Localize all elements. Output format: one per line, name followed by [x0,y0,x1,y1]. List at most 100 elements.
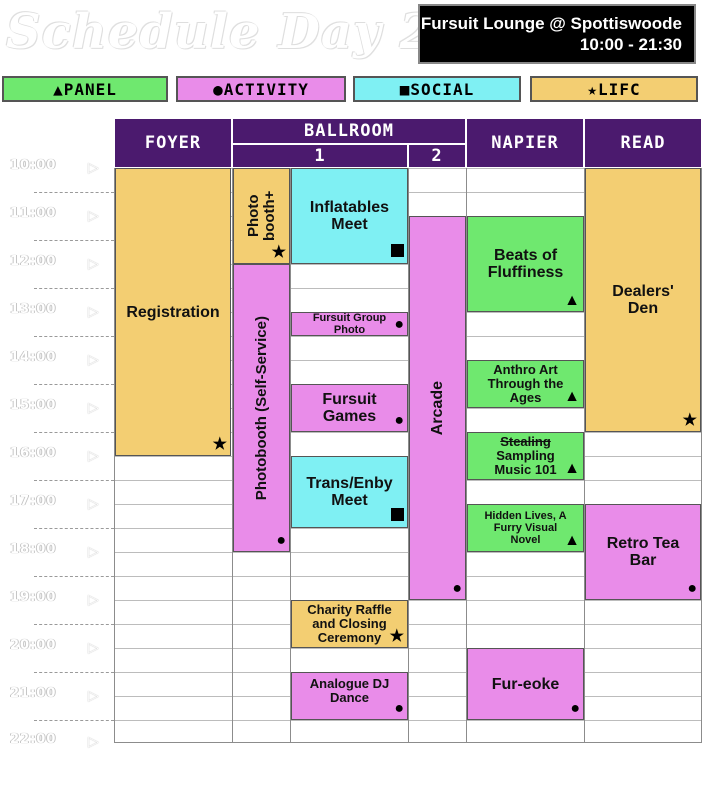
event-title: Fursuit Group Photo [312,312,387,336]
star-icon: ★ [682,412,697,429]
arrow-icon: ▷ [88,734,99,750]
event-title: Beats of Fluffiness [487,247,564,281]
legend-social: ■SOCIAL [353,76,521,102]
time-row: 15:00 ▷ [0,398,114,418]
circle-icon: ● [452,580,462,597]
time-divider [34,240,114,241]
circle-icon: ● [687,580,697,597]
legend-label-lifc: LIFC [598,79,641,99]
grid-line [114,742,702,743]
event-photobooth-self-service[interactable]: Photobooth (Self-Service) ● [233,264,290,552]
event-sampling-music-101[interactable]: Stealing Sampling Music 101 ▲ [467,432,584,480]
time-divider [34,480,114,481]
event-dealers-den[interactable]: Dealers' Den ★ [585,168,701,432]
time-divider [34,672,114,673]
event-title: Photobooth (Self-Service) [253,315,270,501]
circle-icon: ● [570,700,580,717]
event-hidden-lives[interactable]: Hidden Lives, A Furry Visual Novel ▲ [467,504,584,552]
circle-icon: ● [276,532,286,549]
event-title: Charity Raffle and Closing Ceremony [307,602,392,645]
time-label: 22:00 [10,732,57,747]
arrow-icon: ▷ [88,640,99,656]
grid-column-line [232,168,233,742]
circle-icon: ● [394,700,404,717]
time-row: 13:00▷ [0,302,114,322]
square-icon: ■ [399,79,411,99]
time-row: 11:00 ▷ [0,206,114,226]
event-title: Inflatables Meet [309,199,390,233]
venue-info: Fursuit Lounge @ Spottiswoode 10:00 - 21… [418,4,696,64]
triangle-icon: ▲ [53,79,64,99]
legend-panel: ▲PANEL [2,76,168,102]
time-row: 18:00 ▷ [0,542,114,562]
event-fursuit-group-photo[interactable]: Fursuit Group Photo ● [291,312,408,336]
legend-label-activity: ACTIVITY [223,79,309,99]
star-icon: ★ [212,436,227,453]
time-row: 20:00 ▷ [0,638,114,658]
event-beats-of-fluffiness[interactable]: Beats of Fluffiness ▲ [467,216,584,312]
room-napier: NAPIER [466,118,584,168]
grid-column-line [114,168,115,742]
time-label: 14:00 [10,350,57,365]
event-fur-eoke[interactable]: Fur-eoke ● [467,648,584,720]
event-retro-tea-bar[interactable]: Retro Tea Bar ● [585,504,701,600]
time-divider [34,432,114,433]
time-label: 10:00 [10,158,57,173]
room-ballroom-1: 1 [232,144,408,168]
arrow-icon: ▷ [88,496,99,512]
star-icon: ★ [389,628,404,645]
time-label: 11:00 [10,206,57,221]
time-row: 14:00▷ [0,350,114,370]
event-fursuit-games[interactable]: Fursuit Games ● [291,384,408,432]
time-divider [34,576,114,577]
star-icon: ★ [271,244,286,261]
time-label: 21:00 [10,686,57,701]
event-title: Arcade [429,380,446,436]
event-title: Anthro Art Through the Ages [487,362,564,405]
event-anthro-art[interactable]: Anthro Art Through the Ages ▲ [467,360,584,408]
event-charity-raffle[interactable]: Charity Raffle and Closing Ceremony ★ [291,600,408,648]
time-divider [34,288,114,289]
event-inflatables-meet[interactable]: Inflatables Meet [291,168,408,264]
room-read: READ [584,118,702,168]
arrow-icon: ▷ [88,256,99,272]
legend-activity: ●ACTIVITY [176,76,346,102]
time-label: 20:00 [10,638,57,653]
event-title: Hidden Lives, A Furry Visual Novel [484,510,567,546]
time-divider [34,528,114,529]
event-title: Fur-eoke [491,675,560,693]
time-row: 22:00 ▷ [0,732,114,752]
arrow-icon: ▷ [88,400,99,416]
star-icon: ★ [587,79,599,99]
grid-column-line [584,168,585,742]
time-label: 18:00 [10,542,57,557]
time-divider [34,720,114,721]
time-divider [34,336,114,337]
triangle-icon: ▲ [564,292,580,309]
arrow-icon: ▷ [88,160,99,176]
event-photo-booth-plus[interactable]: Photo booth+ ★ [233,168,290,264]
time-row: 10:00 ▷ [0,158,114,178]
room-ballroom: BALLROOM [232,118,466,144]
page-title: Schedule Day 2 [6,4,434,60]
triangle-icon: ▲ [564,532,580,549]
event-trans-enby-meet[interactable]: Trans/Enby Meet [291,456,408,528]
time-label: 13:00 [10,302,57,317]
legend-lifc: ★LIFC [530,76,698,102]
circle-icon: ● [213,79,224,99]
legend-label-social: SOCIAL [410,79,475,99]
room-foyer: FOYER [114,118,232,168]
event-title: Sampling Music 101 [494,448,557,477]
arrow-icon: ▷ [88,544,99,560]
arrow-icon: ▷ [88,208,99,224]
event-arcade[interactable]: Arcade ● [409,216,466,600]
event-title: Registration [126,303,220,321]
event-title: Retro Tea Bar [606,535,680,569]
event-analogue-dj-dance[interactable]: Analogue DJ Dance ● [291,672,408,720]
time-label: 15:00 [10,398,57,413]
grid-column-line [408,168,409,742]
event-registration[interactable]: Registration ★ [115,168,231,456]
venue-name: Fursuit Lounge @ Spottiswoode [420,14,682,33]
square-icon [391,244,404,261]
event-title: Trans/Enby Meet [306,475,393,509]
